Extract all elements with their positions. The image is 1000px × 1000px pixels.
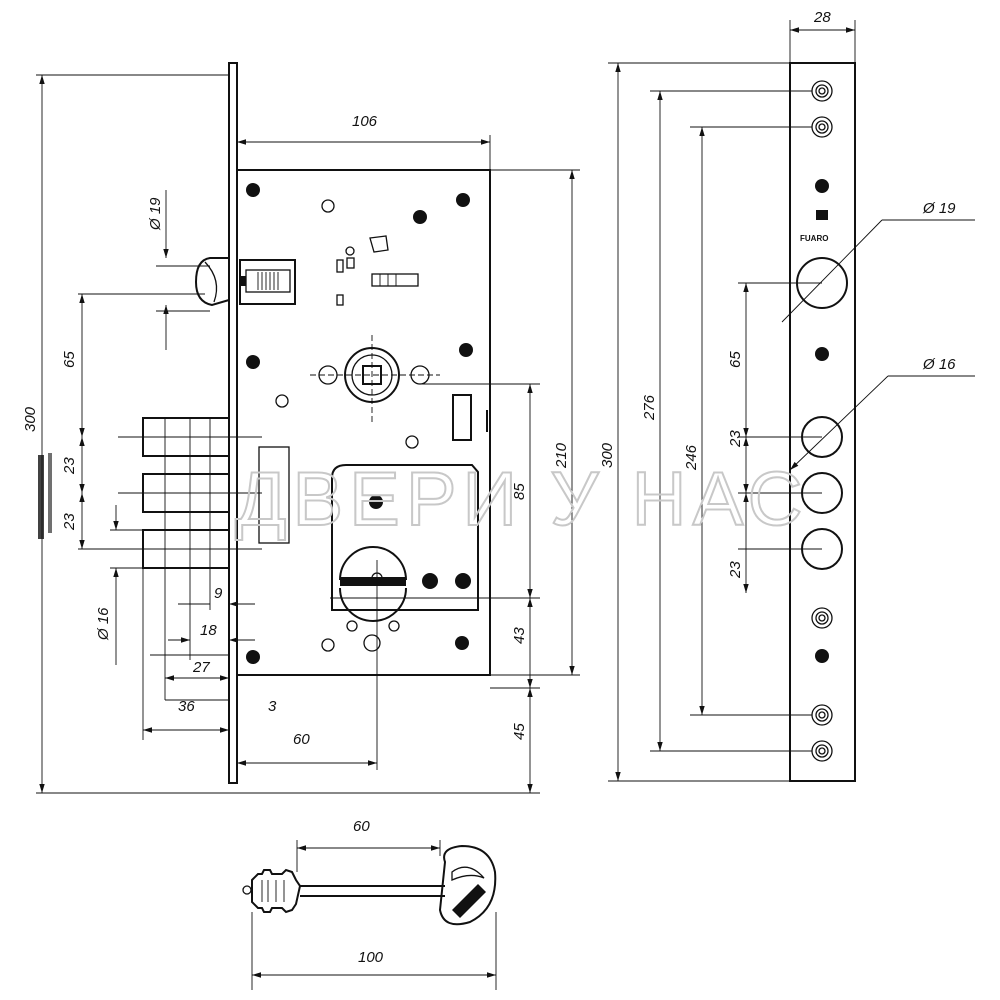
dim-106: 106: [352, 113, 378, 130]
dim-bolt-dia: Ø 19: [147, 197, 164, 231]
dim-16-left: Ø 16: [95, 607, 112, 641]
deadbolts: [118, 417, 262, 569]
dim-23-right-b: 23: [727, 561, 744, 579]
front-dimensions: 106 Ø 19 65 23 23 Ø 16 300: [22, 74, 580, 794]
faceplate-dimensions: 28 300 276 246 65 23 23 Ø 19 Ø 16: [599, 9, 975, 782]
dim-27: 27: [192, 659, 210, 676]
dim-43: 43: [511, 627, 528, 644]
fuaro-logo: FUARO: [800, 210, 828, 243]
dim-65-right: 65: [727, 351, 744, 368]
cylinder-cutout: [331, 464, 479, 611]
key-bit: [251, 868, 302, 914]
dim-18: 18: [200, 622, 217, 639]
faceplate-screws: [811, 80, 833, 762]
dim-100-key: 100: [358, 949, 384, 966]
key-bow: [438, 844, 497, 926]
front-faceplate: [228, 62, 238, 784]
dim-9: 9: [214, 585, 223, 602]
body-open-holes: [275, 199, 419, 652]
key-dimensions: 60 100: [251, 818, 497, 990]
faceplate-view: FUARO: [789, 62, 856, 782]
dim-23-right-a: 23: [727, 430, 744, 448]
dim-276: 276: [641, 394, 658, 421]
dim-23-a: 23: [61, 457, 78, 475]
dim-60-key: 60: [353, 818, 370, 835]
dim-300-left: 300: [22, 406, 39, 432]
svg-text:FUARO: FUARO: [800, 234, 828, 243]
latch-bolt: [194, 257, 296, 307]
watermark: ДВЕРИ У НАС: [235, 457, 808, 542]
dim-28: 28: [813, 9, 831, 26]
dim-60-front: 60: [293, 731, 310, 748]
dim-36: 36: [178, 698, 195, 715]
faceplate-strip: [789, 62, 856, 782]
dim-dia-19: Ø 19: [922, 200, 956, 217]
dim-dia-16: Ø 16: [922, 356, 956, 373]
front-view: [38, 62, 540, 784]
dim-85: 85: [511, 483, 528, 500]
dim-3: 3: [268, 698, 277, 715]
dim-210: 210: [553, 442, 570, 469]
dim-300-right: 300: [599, 442, 616, 468]
dim-45: 45: [511, 723, 528, 740]
body-screws: [246, 183, 473, 664]
dim-246: 246: [683, 444, 700, 471]
dim-65-left: 65: [61, 351, 78, 368]
label-plate: [258, 446, 290, 544]
dim-23-b: 23: [61, 513, 78, 531]
key-view: [242, 844, 497, 926]
